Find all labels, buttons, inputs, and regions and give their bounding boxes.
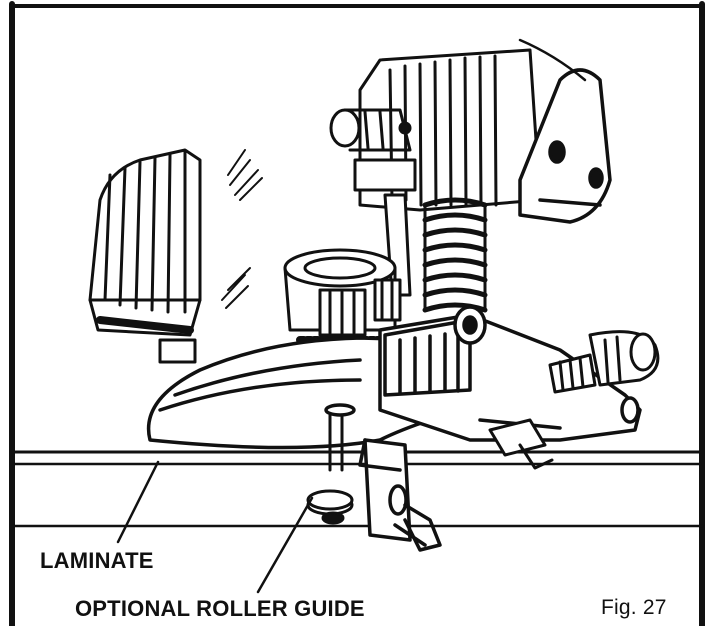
fine-adjust-knob xyxy=(550,332,658,392)
depth-spring xyxy=(425,200,485,310)
collet-assembly xyxy=(285,250,400,340)
roller-guide-bracket xyxy=(360,440,440,550)
laminate-surface-lines xyxy=(14,452,700,464)
roller-wheel xyxy=(308,491,352,523)
optional-roller-guide-label: OPTIONAL ROLLER GUIDE xyxy=(75,596,365,622)
laminate-label: LAMINATE xyxy=(40,548,154,574)
motion-lines xyxy=(222,150,262,308)
figure-number-label: Fig. 27 xyxy=(601,596,667,620)
left-motor-housing xyxy=(90,150,200,362)
